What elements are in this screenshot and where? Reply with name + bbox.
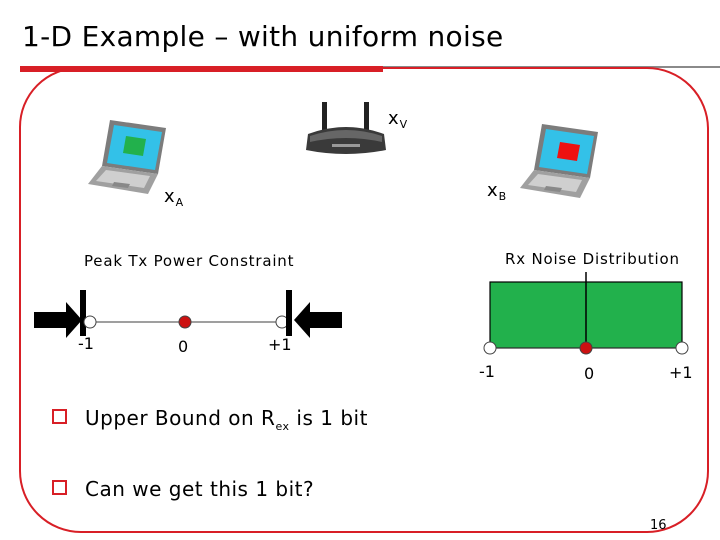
tx-tick-plus1: +1: [268, 335, 292, 354]
rx-tick-minus1: -1: [479, 362, 495, 381]
right-wall: [286, 290, 292, 336]
rx-noise-diagram: [476, 270, 698, 362]
bullet-square-icon: [52, 480, 67, 495]
left-wall: [80, 290, 86, 336]
tick-dot-0: [179, 316, 191, 328]
page-number: 16: [650, 518, 667, 533]
left-push-arrow: [34, 302, 82, 338]
right-push-arrow: [294, 302, 342, 338]
bullet-square-icon: [52, 409, 67, 424]
tx-tick-0: 0: [178, 337, 188, 356]
router-icon: [302, 100, 390, 158]
router-label: xV: [388, 108, 407, 131]
rx-dot-0: [580, 342, 592, 354]
laptop-b-icon: [518, 122, 604, 200]
tx-constraint-caption: Peak Tx Power Constraint: [84, 252, 294, 270]
bullet-question: Can we get this 1 bit?: [52, 477, 314, 501]
rx-dot-minus1: [484, 342, 496, 354]
rx-noise-caption: Rx Noise Distribution: [505, 250, 680, 268]
laptop-a-icon: [86, 118, 172, 196]
laptop-a-label: xA: [164, 186, 183, 209]
rx-dot-plus1: [676, 342, 688, 354]
tx-tick-minus1: -1: [78, 334, 94, 353]
slide-title: 1-D Example – with uniform noise: [22, 20, 503, 53]
tick-dot-minus1: [84, 316, 96, 328]
laptop-b-screen: [557, 142, 580, 161]
bullet-upper-bound: Upper Bound on Rex is 1 bit: [52, 406, 368, 433]
rx-tick-plus1: +1: [669, 363, 693, 382]
laptop-b-label: xB: [487, 180, 506, 203]
laptop-a-screen: [123, 136, 146, 156]
rx-tick-0: 0: [584, 364, 594, 383]
